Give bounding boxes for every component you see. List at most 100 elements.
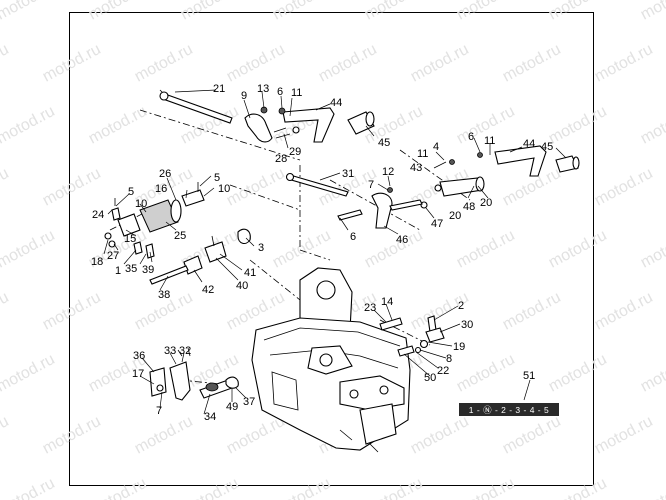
callout-16: 16 <box>155 183 167 195</box>
callout-51: 51 <box>523 370 535 382</box>
watermark-text: motod.ru <box>500 413 564 458</box>
callout-14: 14 <box>381 296 393 308</box>
watermark-text: motod.ru <box>546 103 610 148</box>
watermark-text: motod.ru <box>224 41 288 86</box>
middle-shift-rod-assembly <box>285 172 423 229</box>
watermark-text: motod.ru <box>546 351 610 396</box>
callout-45: 45 <box>541 141 553 153</box>
watermark-text: motod.ru <box>638 475 666 500</box>
callout-34: 34 <box>204 411 216 423</box>
callout-10: 10 <box>135 198 147 210</box>
shift-pattern-legend: 1 - Ⓝ - 2 - 3 - 4 - 5 <box>459 403 559 416</box>
callout-11: 11 <box>417 148 428 160</box>
callout-labels: 21 13 9 6 11 44 45 29 28 4 11 43 6 11 44… <box>91 83 553 423</box>
watermark-text: motod.ru <box>408 413 472 458</box>
callout-22: 22 <box>437 365 449 377</box>
diagram-frame <box>69 12 594 486</box>
callout-15: 15 <box>124 233 136 245</box>
transmission-case <box>251 267 411 453</box>
callout-21: 21 <box>213 83 225 95</box>
watermark-text: motod.ru <box>638 227 666 272</box>
lower-linkage-assembly <box>149 347 239 401</box>
callout-20: 20 <box>449 210 461 222</box>
watermark-text: motod.ru <box>0 165 12 210</box>
callout-45: 45 <box>378 137 390 149</box>
watermark-text: motod.ru <box>132 413 196 458</box>
callout-1: 1 <box>115 265 121 277</box>
callout-18: 18 <box>91 256 103 268</box>
callout-29: 29 <box>289 146 301 158</box>
callout-50: 50 <box>424 372 436 384</box>
callout-5: 5 <box>128 186 134 198</box>
watermark-text: motod.ru <box>0 475 58 500</box>
shift-pattern-text: 1 - Ⓝ - 2 - 3 - 4 - 5 <box>468 404 550 415</box>
callout-6: 6 <box>468 131 474 143</box>
callout-40: 40 <box>236 280 248 292</box>
callout-49: 49 <box>226 401 238 413</box>
callout-44: 44 <box>523 138 535 150</box>
callout-31: 31 <box>342 168 354 180</box>
callout-46: 46 <box>396 234 408 246</box>
callout-43: 43 <box>410 162 422 174</box>
watermark-text: motod.ru <box>224 165 288 210</box>
watermark-text: motod.ru <box>40 413 104 458</box>
callout-30: 30 <box>461 319 473 331</box>
watermark-text: motod.ru <box>40 165 104 210</box>
watermark-text: motod.ru <box>546 227 610 272</box>
watermark-text: motod.ru <box>86 475 150 500</box>
watermark-text: motod.ru <box>592 289 656 334</box>
shift-drum-assembly <box>104 182 205 259</box>
watermark-text: motod.ru <box>0 227 58 272</box>
watermark-text: motod.ru <box>270 227 334 272</box>
watermark-text: motod.ru <box>178 475 242 500</box>
callout-26: 26 <box>159 168 171 180</box>
detent-parts <box>379 315 445 357</box>
callout-6: 6 <box>350 231 356 243</box>
callout-2: 2 <box>458 300 464 312</box>
callout-7: 7 <box>156 405 162 417</box>
callout-8: 8 <box>446 353 452 365</box>
callout-19: 19 <box>453 341 465 353</box>
watermark-text: motod.ru <box>454 227 518 272</box>
watermark-text: motod.ru <box>454 351 518 396</box>
watermark-text: motod.ru <box>454 0 518 24</box>
callout-27: 27 <box>107 250 119 262</box>
callout-37: 37 <box>243 396 255 408</box>
callout-32: 32 <box>179 345 191 357</box>
callout-4: 4 <box>433 141 439 153</box>
callout-42: 42 <box>202 284 214 296</box>
watermark-text: motod.ru <box>40 289 104 334</box>
watermark-text: motod.ru <box>270 0 334 24</box>
callout-36: 36 <box>133 350 145 362</box>
callout-48: 48 <box>463 201 475 213</box>
callout-25: 25 <box>174 230 186 242</box>
callout-17: 17 <box>132 368 144 380</box>
watermark-text: motod.ru <box>546 0 610 24</box>
callout-11: 11 <box>484 135 495 147</box>
callout-47: 47 <box>431 218 443 230</box>
watermark-text: motod.ru <box>0 289 12 334</box>
watermark-text: motod.ru <box>638 351 666 396</box>
watermark-text: motod.ru <box>0 351 58 396</box>
watermark-text: motod.ru <box>0 41 12 86</box>
watermark-text: motod.ru <box>86 0 150 24</box>
watermark-text: motod.ru <box>500 41 564 86</box>
watermark-text: motod.ru <box>638 103 666 148</box>
callout-20: 20 <box>480 197 492 209</box>
watermark-text: motod.ru <box>362 0 426 24</box>
callout-11: 11 <box>291 87 302 99</box>
callout-9: 9 <box>241 90 247 102</box>
watermark-text: motod.ru <box>0 413 12 458</box>
watermark-text: motod.ru <box>270 475 334 500</box>
callout-24: 24 <box>92 209 104 221</box>
watermark-text: motod.ru <box>224 413 288 458</box>
callout-33: 33 <box>164 345 176 357</box>
watermark-text: motod.ru <box>40 41 104 86</box>
watermark-text: motod.ru <box>178 0 242 24</box>
watermark-text: motod.ru <box>546 475 610 500</box>
callout-13: 13 <box>257 83 269 95</box>
leader-lines <box>103 89 567 415</box>
watermark-text: motod.ru <box>132 41 196 86</box>
